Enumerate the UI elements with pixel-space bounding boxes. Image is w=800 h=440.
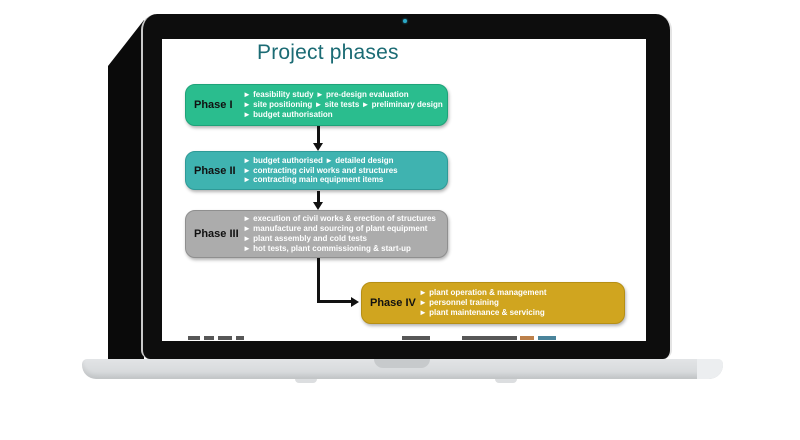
arrow-down-icon bbox=[313, 143, 323, 151]
phase-2-bullets: ► budget authorised ► detailed design ► … bbox=[243, 156, 447, 185]
bullet-line: ► plant operation & management bbox=[419, 288, 547, 298]
arrow-phase3-to-phase4-horizontal bbox=[317, 300, 351, 303]
phase-1-box: Phase I ► feasibility study ► pre-design… bbox=[185, 84, 448, 126]
bullet-line: ► execution of civil works & erection of… bbox=[243, 214, 436, 224]
phase-2-label: Phase II bbox=[194, 164, 236, 177]
laptop-lid-side bbox=[108, 20, 144, 361]
laptop-base-right-cap bbox=[697, 359, 723, 379]
arrow-right-icon bbox=[351, 296, 359, 307]
phase-3-bullets: ► execution of civil works & erection of… bbox=[243, 214, 447, 253]
laptop-foot-shadow bbox=[495, 379, 517, 383]
phase-3-box: Phase III ► execution of civil works & e… bbox=[185, 210, 448, 258]
webcam-dot-icon bbox=[403, 19, 407, 23]
phase-1-bullets: ► feasibility study ► pre-design evaluat… bbox=[243, 90, 447, 119]
bullet-line: ► feasibility study ► pre-design evaluat… bbox=[243, 90, 409, 100]
arrow-down-icon bbox=[313, 202, 323, 210]
phase-4-box: Phase IV ► plant operation & management … bbox=[361, 282, 625, 324]
laptop-base bbox=[82, 359, 723, 379]
phase-3-label: Phase III bbox=[194, 228, 239, 240]
laptop-base-notch bbox=[374, 359, 430, 368]
bullet-line: ► contracting civil works and structures bbox=[243, 165, 398, 175]
bullet-line: ► plant assembly and cold tests bbox=[243, 234, 367, 243]
phase-4-bullets: ► plant operation & management ► personn… bbox=[419, 288, 624, 317]
phase-1-label: Phase I bbox=[194, 99, 233, 111]
arrow-phase2-to-phase3 bbox=[317, 191, 320, 202]
slide-screen: Project phases Phase I ► feasibility stu… bbox=[162, 39, 646, 341]
arrow-phase3-to-phase4-vertical bbox=[317, 258, 320, 303]
bullet-line: ► budget authorised ► detailed design bbox=[243, 155, 394, 165]
phase-2-box: Phase II ► budget authorised ► detailed … bbox=[185, 151, 448, 190]
bullet-line: ► contracting main equipment items bbox=[243, 175, 384, 185]
laptop-foot-shadow bbox=[295, 379, 317, 383]
arrow-phase1-to-phase2 bbox=[317, 126, 320, 143]
bullet-line: ► site positioning ► site tests ► prelim… bbox=[243, 100, 443, 110]
bullet-line: ► manufacture and sourcing of plant equi… bbox=[243, 224, 428, 234]
bullet-line: ► plant maintenance & servicing bbox=[419, 307, 545, 317]
page-title: Project phases bbox=[257, 41, 399, 64]
bullet-line: ► budget authorisation bbox=[243, 109, 333, 119]
bullet-line: ► hot tests, plant commissioning & start… bbox=[243, 243, 411, 253]
phase-4-label: Phase IV bbox=[370, 297, 416, 309]
bullet-line: ► personnel training bbox=[419, 298, 499, 308]
